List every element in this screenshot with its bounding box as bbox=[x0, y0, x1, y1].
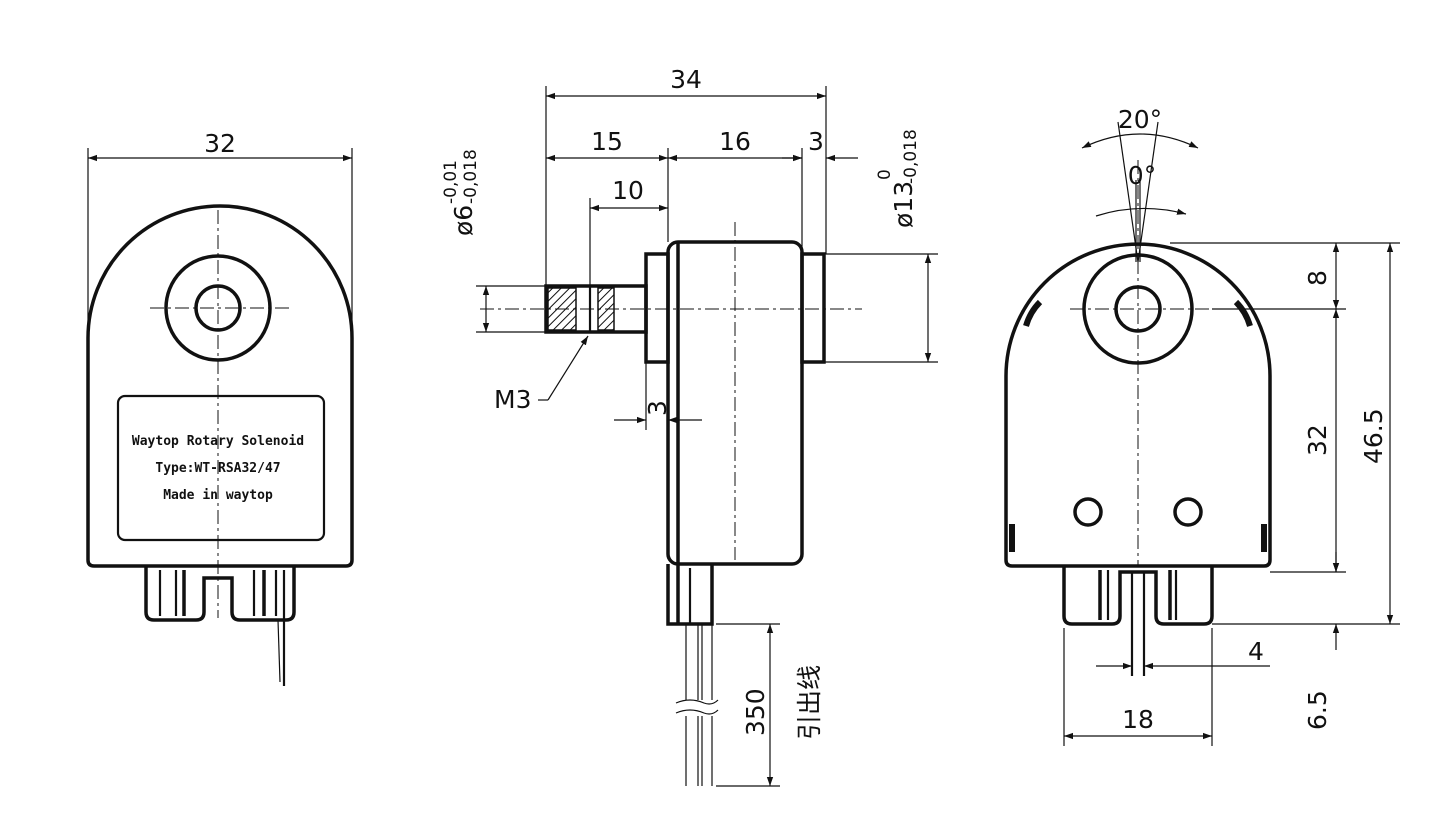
side-wire-label: 引出线 bbox=[795, 665, 824, 740]
rear-stroke-arc bbox=[1081, 133, 1199, 149]
side-wire-tail bbox=[666, 564, 719, 786]
side-thread-label: M3 bbox=[494, 385, 531, 414]
side-overall-dim: 34 bbox=[670, 65, 702, 94]
rear-dim-top: 8 bbox=[1303, 270, 1332, 286]
label-line-3: Made in waytop bbox=[163, 488, 273, 503]
rear-dim-tab: 4 bbox=[1248, 637, 1264, 666]
rear-mount-hole-left bbox=[1073, 497, 1103, 527]
side-shaft bbox=[544, 284, 648, 334]
front-label-plate bbox=[116, 394, 326, 542]
side-hub-tol-lower: -0,018 bbox=[901, 129, 921, 184]
rear-angle-stroke: 20° bbox=[1118, 105, 1162, 134]
rear-body-outline bbox=[1004, 242, 1272, 568]
rear-mount-hole-right bbox=[1173, 497, 1203, 527]
rear-zero-arc bbox=[1095, 207, 1187, 217]
side-shaft-dia: ø6 bbox=[449, 205, 478, 236]
side-flange-dim: 3 bbox=[643, 400, 672, 416]
side-seg3-dim: 3 bbox=[808, 127, 824, 156]
rear-view: 20° 0° 8 32 6.5 46.5 bbox=[1004, 105, 1400, 746]
side-hub-dia: ø13 bbox=[889, 181, 918, 228]
front-width-dim: 32 bbox=[204, 129, 236, 158]
label-line-2: Type:WT-RSA32/47 bbox=[155, 461, 280, 476]
rear-terminals bbox=[1062, 566, 1214, 676]
side-shaft-tol-upper: -0,01 bbox=[441, 160, 461, 204]
rear-dim-width: 18 bbox=[1122, 705, 1154, 734]
rear-dim-tab-height: 6.5 bbox=[1303, 690, 1332, 730]
label-line-1: Waytop Rotary Solenoid bbox=[132, 434, 304, 449]
rear-dim-mid: 32 bbox=[1303, 424, 1332, 456]
side-shaft-dim: 10 bbox=[612, 176, 644, 205]
side-front-flange bbox=[644, 252, 670, 364]
side-seg1-dim: 15 bbox=[591, 127, 623, 156]
side-rear-hub bbox=[800, 252, 826, 364]
front-terminals bbox=[144, 566, 296, 686]
side-seg2-dim: 16 bbox=[719, 127, 751, 156]
side-view: 34 15 16 3 10 ø6 -0,01 -0,018 ø13 0 -0,0… bbox=[441, 65, 938, 787]
rear-angle-zero: 0° bbox=[1128, 161, 1156, 190]
side-wire-dim: 350 bbox=[741, 688, 770, 736]
rear-dim-total: 46.5 bbox=[1359, 408, 1388, 464]
side-shaft-tol-lower: -0,018 bbox=[461, 149, 481, 204]
front-view: 32 Waytop Rotary Solenoid Type:WT-RSA32/… bbox=[86, 129, 354, 686]
front-body-outline bbox=[86, 204, 354, 568]
side-hub-tol-upper: 0 bbox=[875, 169, 895, 180]
